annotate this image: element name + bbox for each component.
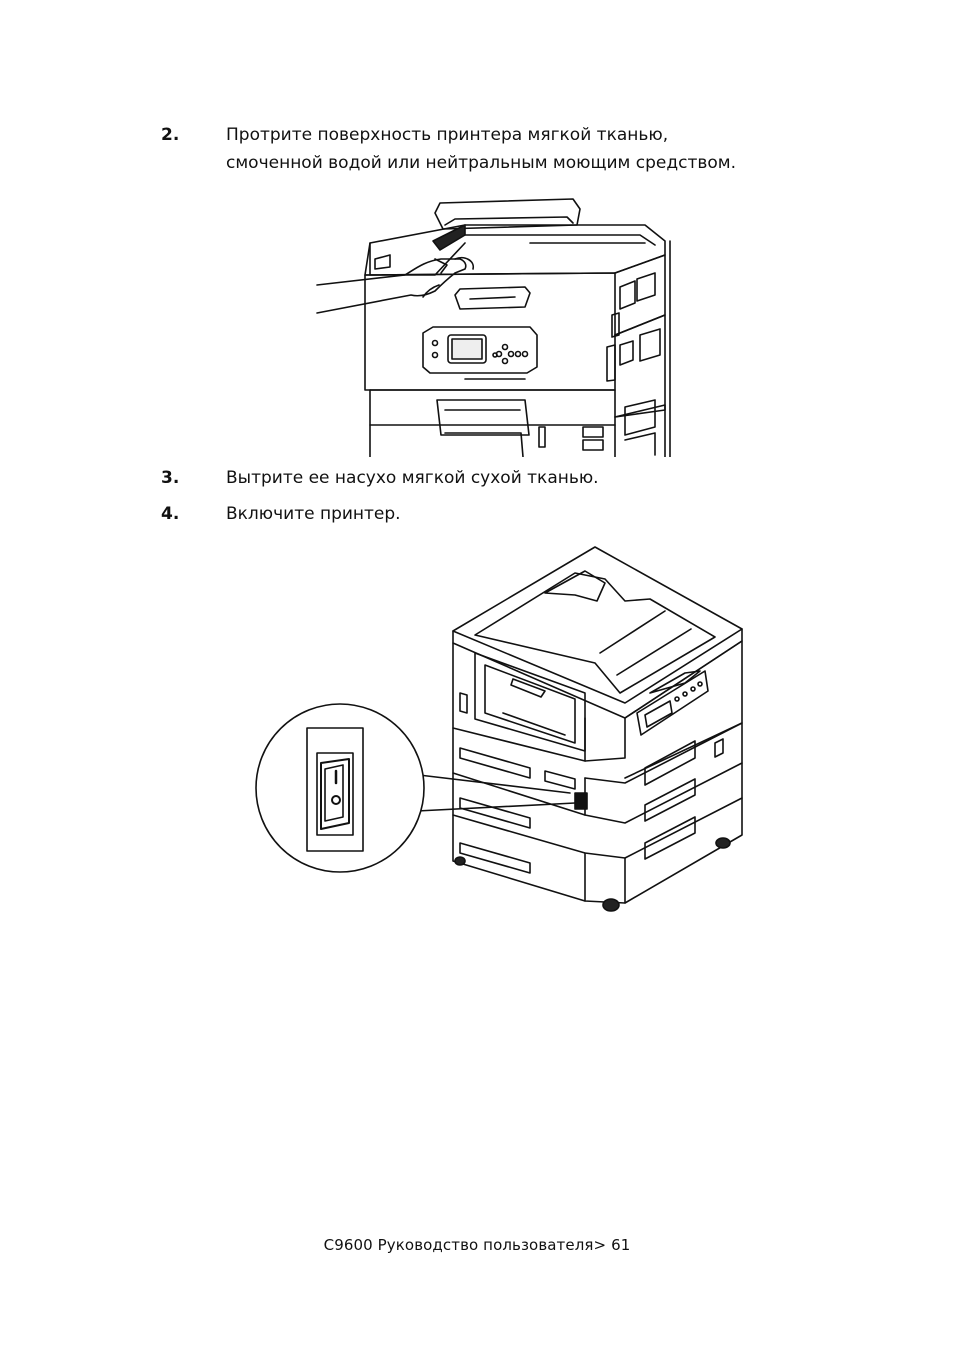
printer-cleaning-illustration	[315, 195, 677, 457]
step-text-line: смоченной водой или нейтральным моющим с…	[226, 153, 737, 173]
page-footer: C9600 Руководство пользователя> 61	[323, 1236, 631, 1254]
step-number: 4.	[161, 504, 180, 524]
step-number: 2.	[161, 125, 180, 145]
step-text-line: Включите принтер.	[226, 504, 401, 524]
step-text: Включите принтер.	[226, 500, 866, 528]
step-text: Вытрите ее насухо мягкой сухой тканью.	[226, 464, 866, 492]
step-text-line: Вытрите ее насухо мягкой сухой тканью.	[226, 468, 599, 488]
step-text-line: Протрите поверхность принтера мягкой тка…	[226, 125, 669, 145]
step-number: 3.	[161, 468, 180, 488]
step-text: Протрите поверхность принтера мягкой тка…	[226, 121, 866, 177]
printer-power-switch-illustration	[245, 543, 745, 915]
